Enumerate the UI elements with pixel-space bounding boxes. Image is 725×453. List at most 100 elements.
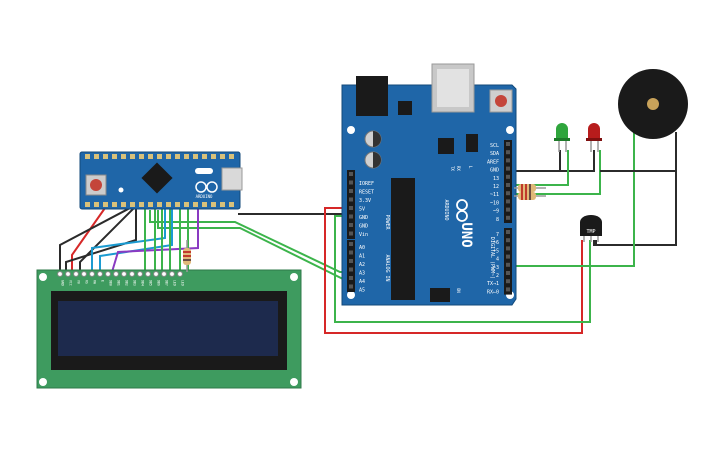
uno-digital-pin[interactable] [506, 271, 510, 275]
micro-pin[interactable] [103, 202, 108, 207]
lcd-pin[interactable] [57, 271, 63, 277]
lcd-pin[interactable] [97, 271, 103, 277]
uno-top-pin[interactable] [506, 199, 510, 204]
uno-digital-pin[interactable] [506, 238, 510, 243]
lcd-resistor[interactable] [183, 240, 191, 272]
lcd-pin[interactable] [105, 271, 111, 277]
uno-top-pin[interactable] [506, 183, 510, 187]
lcd-mount-hole [290, 273, 298, 281]
uno-top-pin[interactable] [506, 142, 510, 146]
micro-pin[interactable] [139, 202, 144, 207]
uno-analog-pin[interactable] [349, 242, 353, 246]
uno-top-pin[interactable] [506, 191, 510, 196]
micro-pin[interactable] [184, 154, 189, 159]
lcd-pin[interactable] [65, 271, 71, 277]
led-resistors[interactable] [514, 184, 546, 200]
micro-pin[interactable] [211, 202, 216, 207]
micro-pin[interactable] [94, 154, 99, 159]
lcd-pin[interactable] [153, 271, 159, 277]
micro-pin[interactable] [202, 202, 207, 207]
uno-digital-pin[interactable] [506, 246, 510, 251]
micro-pin[interactable] [220, 154, 225, 159]
micro-pin[interactable] [94, 202, 99, 207]
uno-analog-pin[interactable] [349, 250, 353, 255]
lcd-pin[interactable] [137, 271, 143, 277]
micro-pin[interactable] [175, 154, 180, 159]
lcd-pin[interactable] [113, 271, 119, 277]
uno-digital-pin[interactable] [506, 279, 510, 284]
micro-pin[interactable] [103, 154, 108, 159]
uno-pin-label: Vin [359, 232, 368, 238]
uno-digital-pin[interactable] [506, 230, 510, 234]
micro-pin[interactable] [211, 154, 216, 159]
uno-analog-pin[interactable] [349, 267, 353, 272]
uno-reset-button[interactable] [495, 95, 507, 107]
micro-pin[interactable] [130, 154, 135, 159]
uno-top-pin[interactable] [506, 158, 510, 163]
uno-power-pin[interactable] [349, 180, 353, 185]
uno-analog-pin[interactable] [349, 276, 353, 280]
micro-pin[interactable] [184, 202, 189, 207]
lcd-pin[interactable] [161, 271, 167, 277]
micro-pin[interactable] [112, 154, 117, 159]
uno-pin-label: ~5 [493, 248, 499, 254]
micro-pin[interactable] [166, 154, 171, 159]
piezo-buzzer[interactable] [618, 69, 688, 139]
lcd-pin[interactable] [121, 271, 127, 277]
micro-pin[interactable] [130, 202, 135, 207]
uno-top-pin[interactable] [506, 150, 510, 155]
led-green[interactable] [554, 123, 570, 152]
uno-power-pin[interactable] [349, 231, 353, 236]
uno-analog-pin[interactable] [349, 259, 353, 263]
lcd-pin[interactable] [81, 271, 87, 277]
uno-top-pin[interactable] [506, 207, 510, 212]
uno-pin-label: AREF [487, 159, 499, 165]
lcd-pin[interactable] [89, 271, 95, 277]
uno-digital-pin[interactable] [506, 287, 510, 292]
micro-pin[interactable] [229, 154, 234, 159]
lcd-pin[interactable] [145, 271, 151, 277]
micro-pin[interactable] [220, 202, 225, 207]
led-red[interactable] [586, 123, 602, 152]
lcd-pin[interactable] [169, 271, 175, 277]
uno-power-pin[interactable] [349, 214, 353, 219]
uno-power-pin[interactable] [349, 206, 353, 210]
uno-digital-pin[interactable] [506, 262, 510, 267]
micro-pin[interactable] [193, 202, 198, 207]
micro-pin[interactable] [157, 202, 162, 207]
lcd-pin[interactable] [129, 271, 135, 277]
micro-pin[interactable] [112, 202, 117, 207]
micro-pin[interactable] [85, 202, 90, 207]
micro-pin[interactable] [175, 202, 180, 207]
uno-power-pin[interactable] [349, 223, 353, 227]
lcd-pin[interactable] [177, 271, 183, 277]
uno-power-pin[interactable] [349, 189, 353, 193]
uno-top-pin[interactable] [506, 166, 510, 171]
micro-reset-button[interactable] [90, 179, 102, 191]
micro-pin[interactable] [85, 154, 90, 159]
uno-power-pin[interactable] [349, 172, 353, 176]
micro-pin[interactable] [166, 202, 171, 207]
uno-pin-label: 7 [496, 232, 499, 238]
uno-top-pin[interactable] [506, 174, 510, 179]
micro-pin[interactable] [202, 154, 207, 159]
micro-pin[interactable] [139, 154, 144, 159]
uno-top-pin[interactable] [506, 215, 510, 220]
uno-power-pin[interactable] [349, 197, 353, 202]
micro-pin[interactable] [148, 202, 153, 207]
lcd-pin[interactable] [73, 271, 79, 277]
uno-analog-pin[interactable] [349, 284, 353, 289]
micro-pin[interactable] [121, 154, 126, 159]
micro-pin[interactable] [229, 202, 234, 207]
temperature-sensor[interactable]: TMP [580, 215, 602, 242]
uno-digital-pin[interactable] [506, 254, 510, 259]
micro-pin[interactable] [121, 202, 126, 207]
micro-pin[interactable] [148, 154, 153, 159]
arduino-micro-board[interactable]: ARDUINO [79, 151, 243, 210]
micro-pin[interactable] [193, 154, 198, 159]
micro-pin[interactable] [157, 154, 162, 159]
